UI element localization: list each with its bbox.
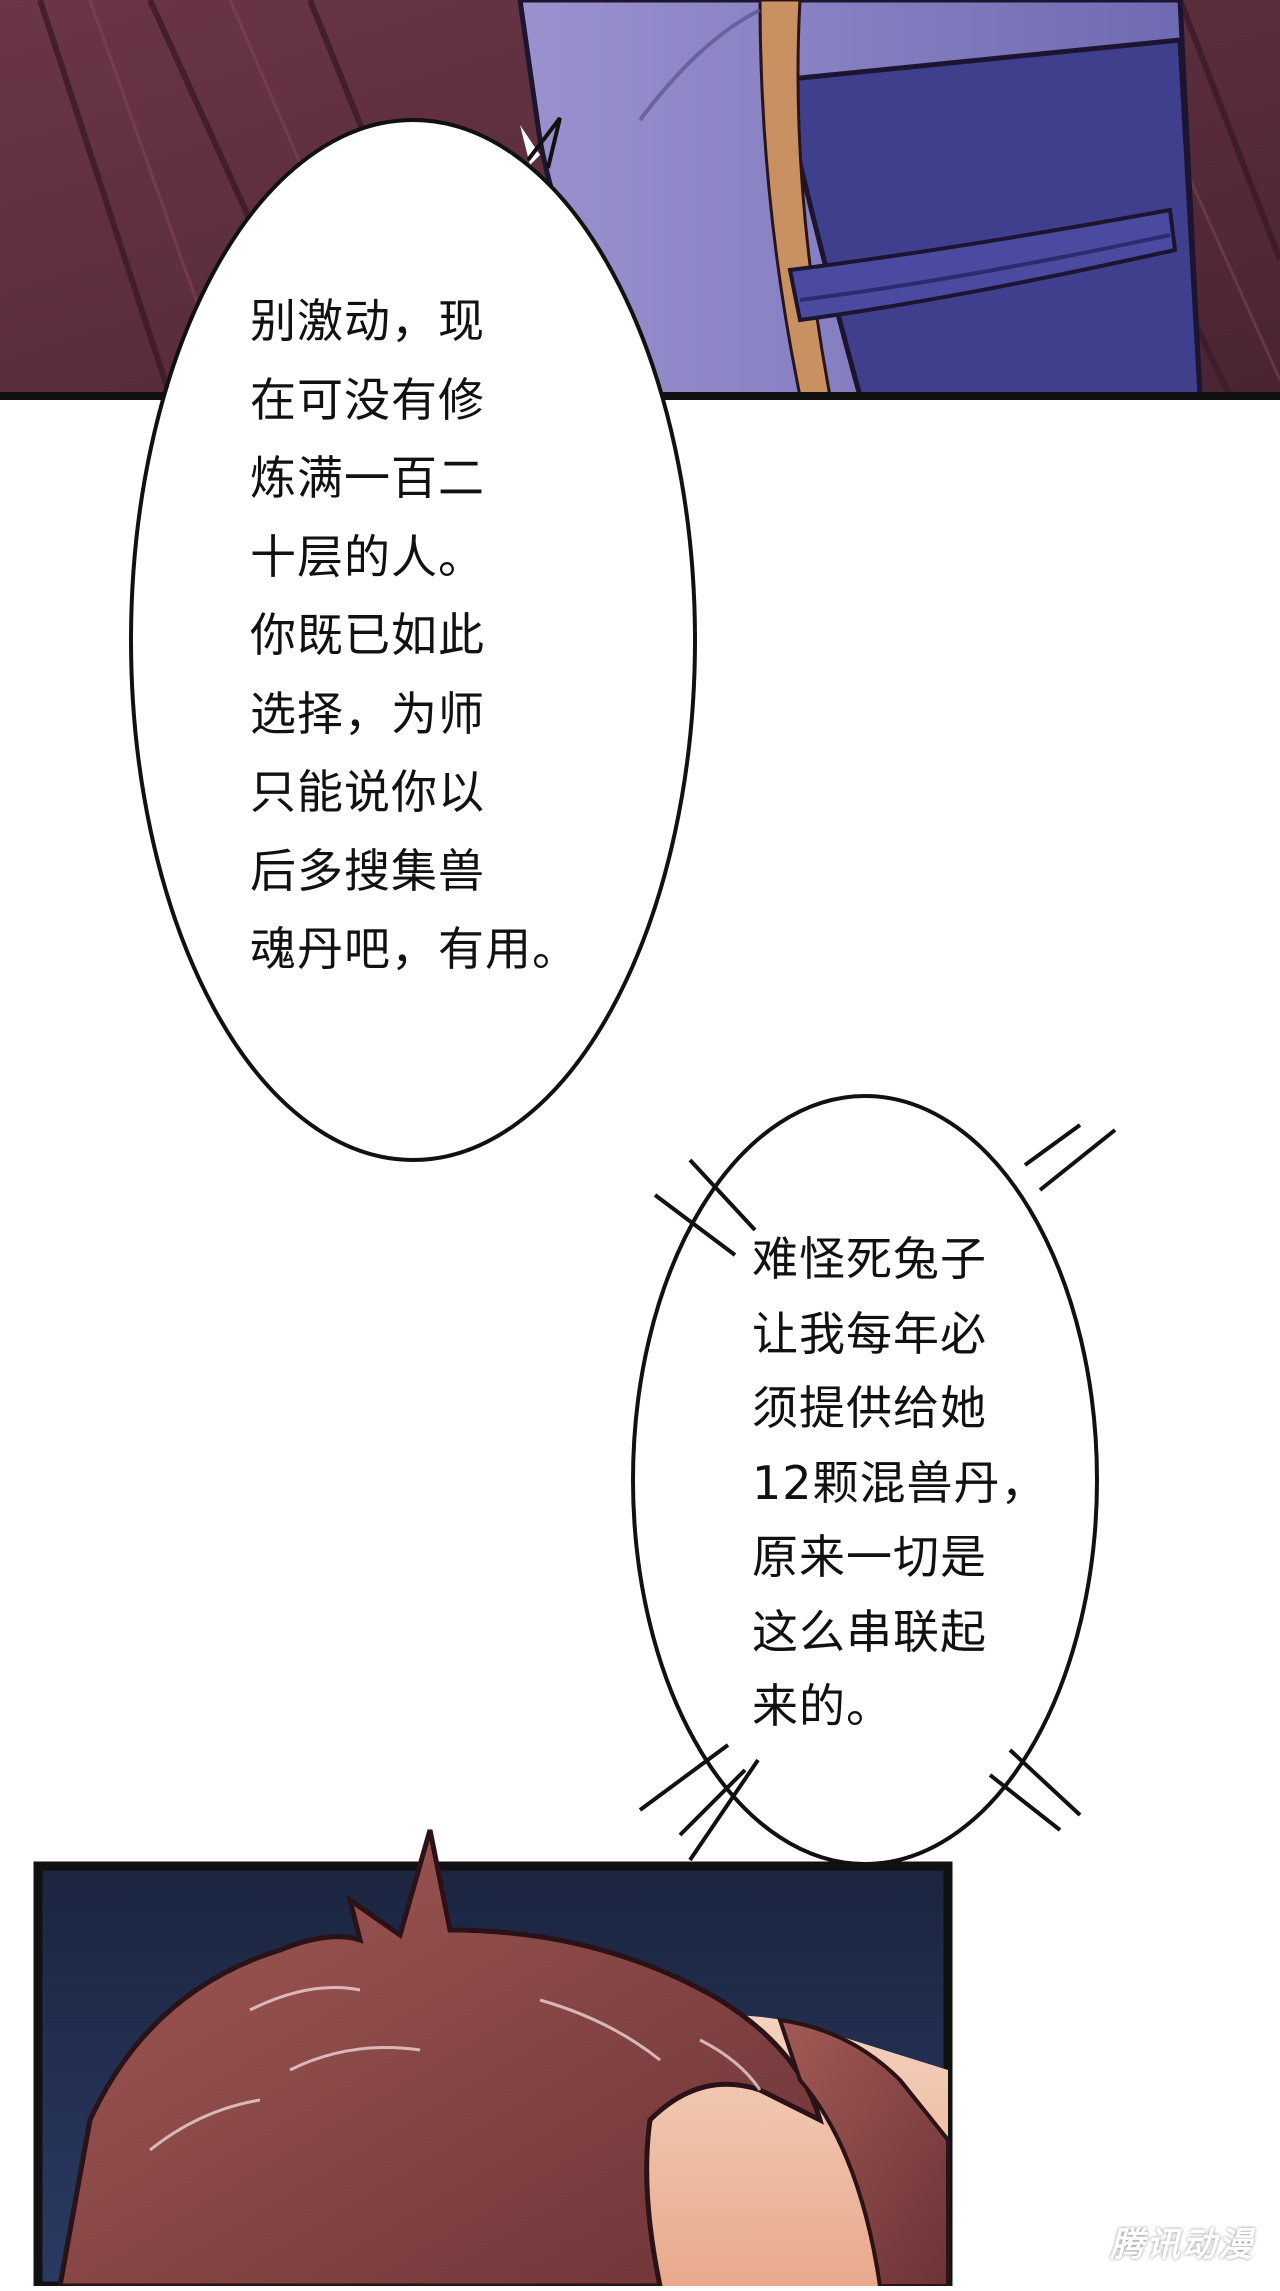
bottom-panel [33,1829,953,2291]
thought-bubble [631,1094,1117,1866]
speech-bubble-master [129,116,697,1162]
master-dialogue-text: 别激动，现 在可没有修 炼满一百二 十层的人。 你既已如此 选择，为师 只能说你… [250,294,579,976]
hair-highlights [149,1986,762,2152]
top-panel [0,0,1280,400]
emphasis-strokes [638,1123,1117,1837]
character-hair [57,1829,824,2289]
thought-dialogue-text: 难怪死兔子 让我每年必 须提供给她 12颗混兽丹， 原来一切是 这么串联起 来的… [752,1232,1048,1733]
belt-rope [787,207,1178,323]
tencent-comics-watermark: 腾讯动漫 [1110,2225,1254,2265]
